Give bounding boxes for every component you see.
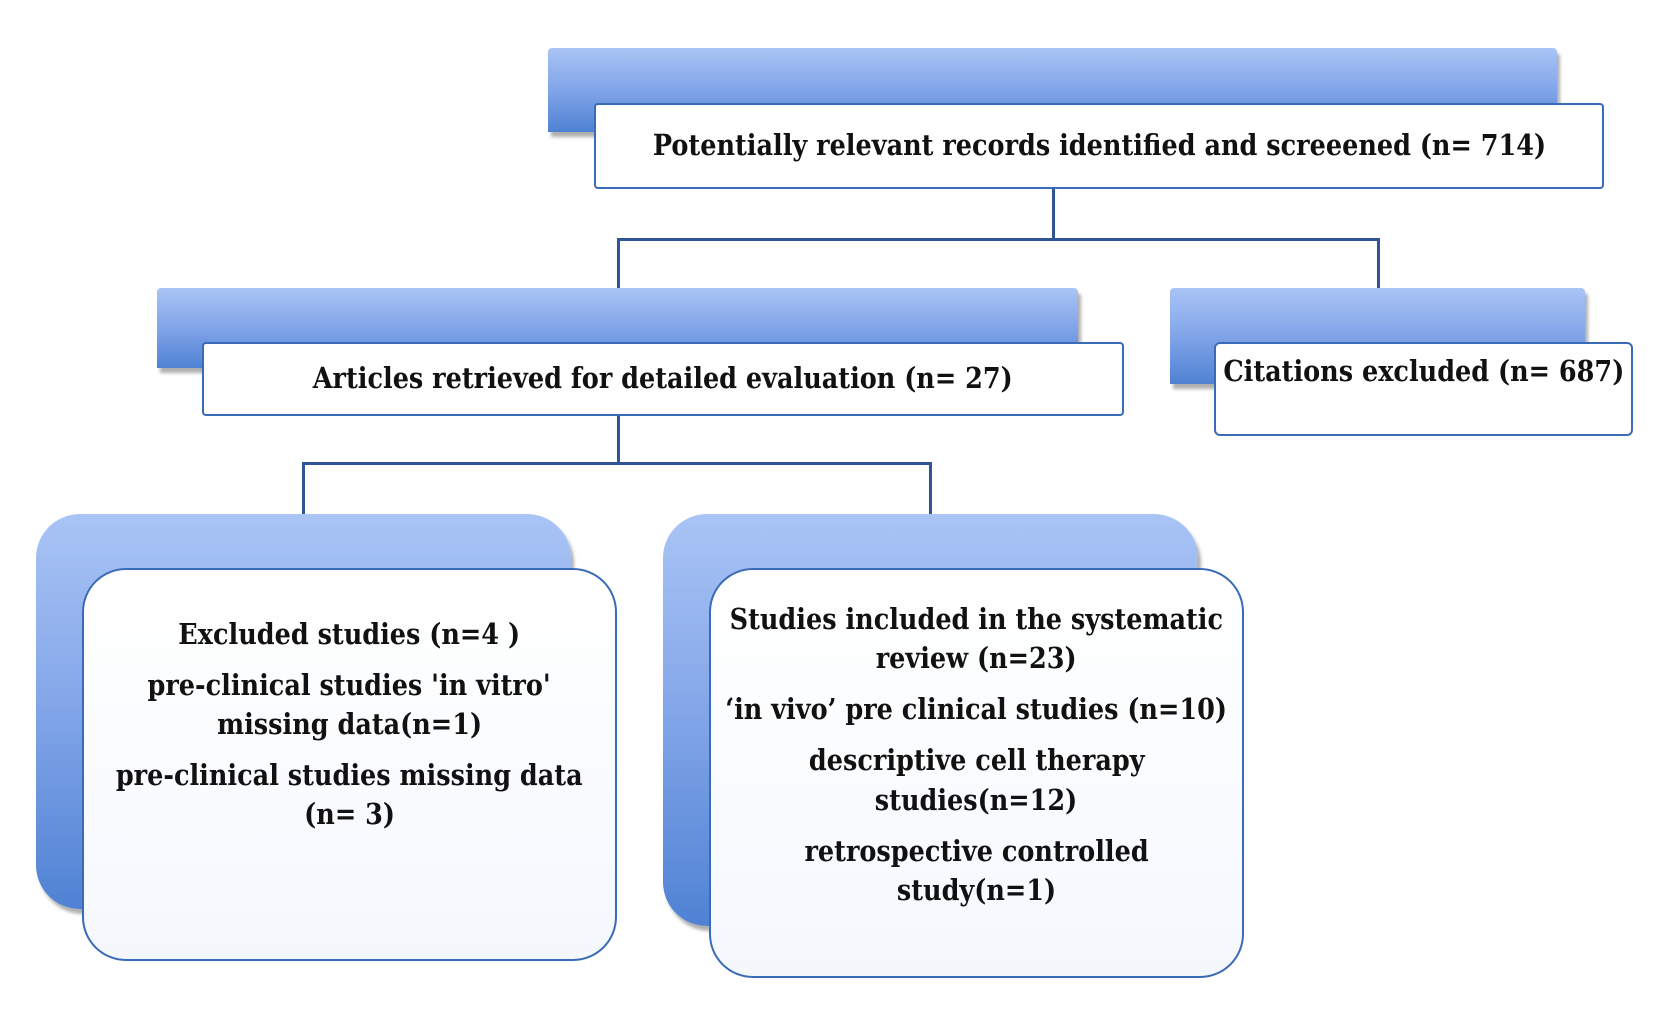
included-title-b: review (n=23) <box>876 641 1077 676</box>
citations-excluded-box: Citations excluded (n= 687) <box>1214 342 1633 436</box>
excluded-line-2b: (n= 3) <box>304 797 395 832</box>
screened-box: Potentially relevant records identified … <box>594 103 1604 189</box>
connector-top-horizontal <box>617 238 1380 241</box>
connector-top-down <box>1052 188 1055 240</box>
connector-mid-down <box>617 414 620 464</box>
included-line-1: ‘in vivo’ pre clinical studies (n=10) <box>725 692 1228 727</box>
citations-excluded-text: Citations excluded (n= 687) <box>1223 354 1624 388</box>
included-line-3b: study(n=1) <box>896 872 1057 907</box>
included-line-3a: retrospective controlled <box>804 833 1149 868</box>
excluded-line-1a: pre-clinical studies 'in vitro' <box>147 667 552 702</box>
connector-to-excluded <box>302 462 305 514</box>
excluded-line-2a: pre-clinical studies missing data <box>116 758 583 793</box>
excluded-line-1b: missing data(n=1) <box>217 706 482 741</box>
connector-to-included <box>929 462 932 514</box>
connector-mid-horizontal <box>302 462 932 465</box>
retrieved-box: Articles retrieved for detailed evaluati… <box>202 342 1124 416</box>
included-line-2a: descriptive cell therapy <box>808 743 1145 778</box>
screened-box-text: Potentially relevant records identified … <box>652 128 1546 163</box>
excluded-title: Excluded studies (n=4 ) <box>178 616 521 651</box>
connector-to-retrieved <box>617 238 620 288</box>
included-studies-box: Studies included in the systematic revie… <box>709 568 1244 978</box>
included-title-a: Studies included in the systematic <box>729 602 1224 636</box>
excluded-studies-box: Excluded studies (n=4 ) pre-clinical stu… <box>82 568 617 961</box>
connector-to-citations <box>1377 238 1380 288</box>
included-line-2b: studies(n=12) <box>875 782 1078 817</box>
retrieved-box-text: Articles retrieved for detailed evaluati… <box>312 361 1013 396</box>
